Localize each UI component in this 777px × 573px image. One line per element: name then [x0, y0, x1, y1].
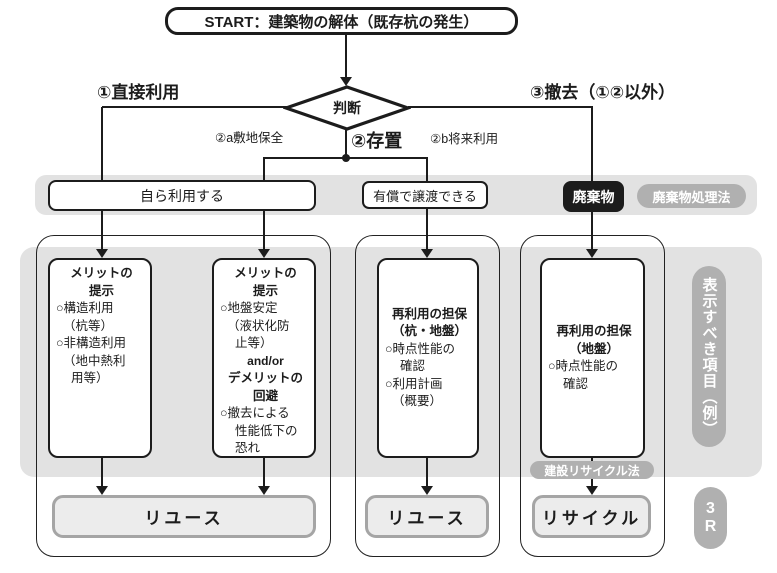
connector-box2-to-reuse: [263, 458, 265, 487]
arrowhead-to-reuse1-right: [258, 486, 270, 495]
connector-box1-to-reuse: [101, 458, 103, 487]
connector-right-horizontal: [408, 106, 593, 108]
arrowhead-to-box1: [96, 249, 108, 258]
box1-item: 用等）: [71, 371, 109, 385]
branch-label-leave: ②存置: [351, 131, 403, 151]
box2-item: 性能低下の: [235, 423, 298, 438]
reuse-guarantee-ground-box: 再利用の担保 （地盤） ○時点性能の 確認: [540, 258, 645, 458]
group-direct-use: [36, 235, 331, 557]
decision-diamond: [283, 85, 411, 131]
box1-heading-line1: メリットの: [70, 266, 133, 280]
arrowhead-to-reuse1-left: [96, 486, 108, 495]
box3-heading-line2: （杭・地盤）: [391, 324, 467, 338]
recycle-output-label: リサイクル: [541, 509, 642, 528]
box1-item: （杭等）: [63, 318, 114, 333]
three-r-badge: 3 R: [694, 487, 727, 549]
reuse-output-2: リユース: [365, 495, 489, 538]
branch-label-direct-use: ①直接利用: [97, 83, 180, 102]
box2-item: （液状化防: [227, 318, 290, 333]
connector-left-horizontal: [102, 106, 287, 108]
arrowhead-to-recycle: [586, 486, 598, 495]
box2-item: 止等）: [235, 336, 273, 350]
connector-left-vertical: [101, 107, 103, 250]
box2-item: ○地盤安定: [220, 301, 278, 315]
arrowhead-to-reuse2: [421, 486, 433, 495]
box1-item: ○非構造利用: [56, 336, 127, 350]
box3-item: 確認: [400, 359, 426, 373]
recycle-law-pill: 建設リサイクル法: [530, 461, 654, 479]
reuse-output-2-label: リユース: [387, 509, 467, 528]
box2-item: ○撤去による: [220, 406, 290, 420]
waste-law-label: 廃棄物処理法: [652, 189, 731, 205]
self-use-label: 自ら利用する: [140, 187, 224, 204]
transfer-box: 有償で譲渡できる: [362, 181, 488, 209]
three-r-line2: R: [704, 518, 717, 535]
connector-start-to-decision: [345, 34, 347, 78]
arrowhead-to-box2: [258, 249, 270, 258]
arrowhead-to-box3: [421, 249, 433, 258]
waste-label: 廃棄物: [572, 188, 615, 205]
box4-item: 確認: [563, 376, 589, 391]
side-note-label: 表示すべき項目（例）: [700, 276, 718, 437]
side-note-pill: 表示すべき項目（例）: [692, 266, 726, 447]
box2-item: 恐れ: [235, 441, 261, 455]
box1-item: ○構造利用: [56, 301, 114, 315]
box2-demerit-line1: デメリットの: [227, 371, 303, 385]
box2-heading-line1: メリットの: [234, 266, 297, 280]
box1-heading-line2: 提示: [88, 283, 114, 298]
arrowhead-to-box4: [586, 249, 598, 258]
box2-andor: and/or: [247, 353, 284, 368]
box4-item: ○時点性能の: [548, 359, 619, 373]
start-node-label: START：建築物の解体（既存杭の発生）: [204, 13, 479, 31]
box1-item: （地中熱利: [63, 353, 126, 368]
recycle-output: リサイクル: [532, 495, 651, 538]
reuse-output-1: リユース: [52, 495, 316, 538]
junction-dot: [342, 154, 350, 162]
connector-right-vertical: [591, 107, 593, 250]
box4-heading-line2: （地盤）: [568, 341, 619, 356]
start-node: START：建築物の解体（既存杭の発生）: [165, 7, 518, 35]
waste-law-pill: 廃棄物処理法: [637, 184, 746, 208]
box3-item: （概要）: [392, 394, 443, 408]
connector-decision-down: [345, 129, 347, 159]
branch-label-leave-future: ②b将来利用: [430, 132, 499, 146]
decision-label: 判断: [333, 100, 361, 116]
merit-box-structural: メリットの 提示 ○構造利用 （杭等） ○非構造利用 （地中熱利 用等）: [48, 258, 152, 458]
waste-box: 廃棄物: [563, 181, 624, 212]
three-r-line1: 3: [706, 500, 715, 517]
box2-heading-line2: 提示: [252, 283, 278, 298]
merit-box-ground: メリットの 提示 ○地盤安定 （液状化防 止等） and/or デメリットの 回…: [212, 258, 316, 458]
box3-heading-line1: 再利用の担保: [391, 306, 467, 321]
box3-item: ○時点性能の: [385, 341, 456, 356]
arrowhead-to-decision: [340, 77, 352, 86]
branch-label-leave-site: ②a敷地保全: [215, 131, 284, 145]
box4-heading-line1: 再利用の担保: [556, 324, 632, 338]
connector-box3-to-reuse: [426, 458, 428, 487]
reuse-output-1-label: リユース: [144, 509, 224, 528]
box3-item: ○利用計画: [385, 376, 443, 391]
reuse-guarantee-pile-box: 再利用の担保 （杭・地盤） ○時点性能の 確認 ○利用計画 （概要）: [377, 258, 479, 458]
branch-label-removal: ③撤去（①②以外）: [530, 83, 676, 102]
self-use-box: 自ら利用する: [48, 180, 316, 211]
transfer-label: 有償で譲渡できる: [373, 188, 477, 204]
box2-demerit-line2: 回避: [252, 388, 278, 403]
recycle-law-label: 建設リサイクル法: [544, 463, 640, 478]
